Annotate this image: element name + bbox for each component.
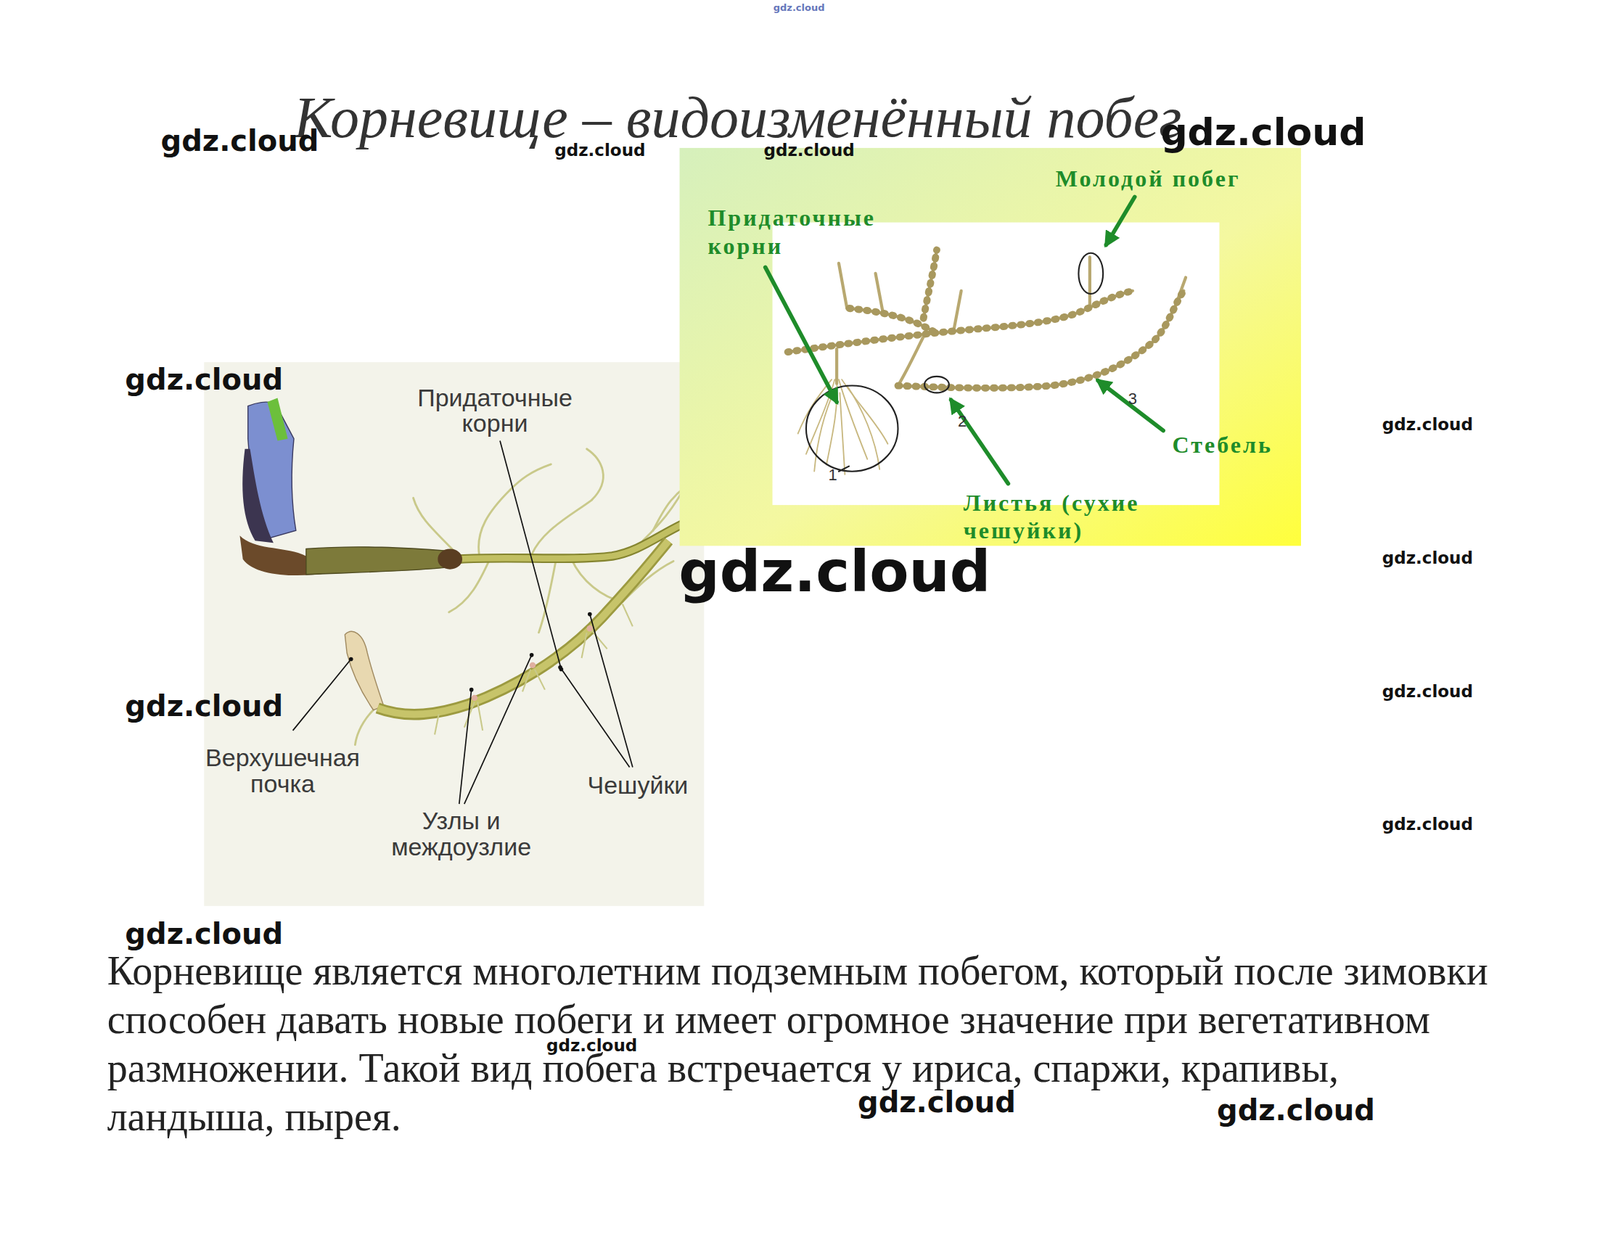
watermark: gdz.cloud <box>1216 1093 1376 1127</box>
watermark: gdz.cloud <box>124 362 283 397</box>
part-label: Придаточные корни <box>707 203 876 260</box>
watermark: gdz.cloud <box>1382 415 1474 434</box>
watermark: gdz.cloud <box>546 1036 638 1056</box>
page-title: Корневище – видоизменённый побег <box>293 84 1183 151</box>
watermark: gdz.cloud <box>124 689 283 723</box>
watermark: gdz.cloud <box>1382 814 1474 834</box>
watermark: gdz.cloud <box>1382 682 1474 701</box>
right-panel-inner <box>772 222 1220 506</box>
callout-number: 3 <box>1128 389 1138 408</box>
callout-number: 1 <box>827 466 837 485</box>
part-label: Листья (сухие чешуйки) <box>963 488 1164 545</box>
watermark: gdz.cloud <box>161 124 320 158</box>
part-label: Придаточные корни <box>417 385 573 437</box>
part-label: Узлы и междоузлие <box>391 809 532 861</box>
part-label: Стебель <box>1172 431 1273 459</box>
watermark: gdz.cloud <box>1160 111 1366 155</box>
watermark: gdz.cloud <box>773 2 826 14</box>
right-panel-frame <box>679 148 1302 546</box>
watermark: gdz.cloud <box>857 1085 1016 1119</box>
callout-number: 2 <box>957 412 967 431</box>
part-label: Чешуйки <box>587 771 689 800</box>
part-label: Верхушечная почка <box>205 745 360 797</box>
watermark: gdz.cloud <box>678 538 991 605</box>
watermark: gdz.cloud <box>764 140 855 160</box>
watermark: gdz.cloud <box>124 917 283 951</box>
part-label: Молодой побег <box>1055 165 1241 193</box>
left-panel <box>203 362 704 907</box>
watermark: gdz.cloud <box>554 140 646 160</box>
right-rhizome <box>765 196 1186 484</box>
watermark: gdz.cloud <box>1382 548 1474 568</box>
